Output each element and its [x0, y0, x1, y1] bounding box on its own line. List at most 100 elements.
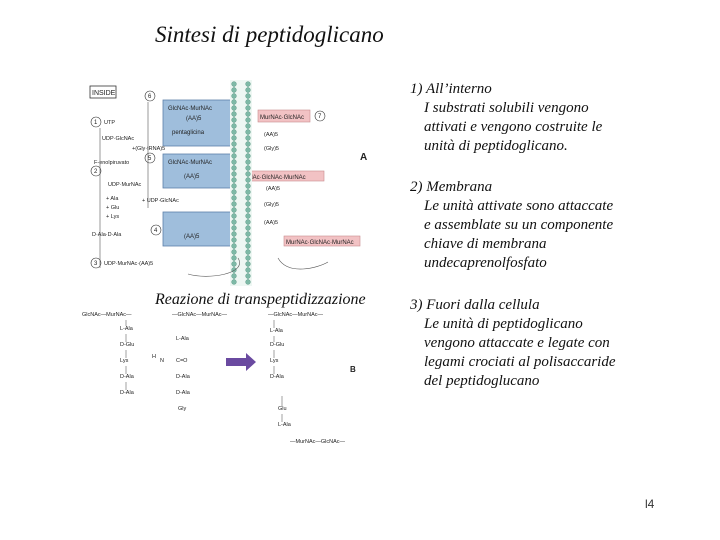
lipid-head [245, 261, 251, 267]
b-left-7: N [160, 358, 164, 364]
lipid-head [231, 249, 237, 255]
point-3: 3) Fuori dalla cellula Le unità di pepti… [410, 296, 710, 391]
lipid-head [245, 195, 251, 201]
lipid-head [231, 225, 237, 231]
slide-title: Sintesi di peptidoglicano [155, 22, 384, 47]
b-mid-4: D-Ala [176, 374, 191, 380]
murnac-glcnac-label: MurNAc·GlcNAc [260, 115, 304, 121]
lipid-head [231, 189, 237, 195]
lipid-head [231, 171, 237, 177]
lys-label: + Lys [106, 214, 119, 220]
lipid-head [245, 213, 251, 219]
step-5: 5 [148, 156, 152, 162]
lipid-head [245, 99, 251, 105]
lipid-head [245, 87, 251, 93]
point-3-line-4: del peptidoglucano [424, 373, 540, 389]
lipid-head [231, 273, 237, 279]
step-3: 3 [94, 261, 98, 267]
lipid-head [231, 165, 237, 171]
lipid-head [231, 93, 237, 99]
lipid-head [245, 207, 251, 213]
b-right-1: L-Ala [270, 328, 284, 334]
point-2-line-4: undecaprenolfosfato [424, 255, 547, 271]
step-2: 2 [94, 169, 98, 175]
lipid-head [231, 147, 237, 153]
lipid-head [231, 255, 237, 261]
b-right-0: —GlcNAc—MurNAc— [268, 312, 324, 318]
glu-label: + Glu [106, 205, 119, 211]
gly-trna-label: +(Gly·tRNA)5 [132, 146, 165, 152]
reaction-arrow-icon [226, 353, 256, 371]
lipid-head [231, 237, 237, 243]
lipid-head [231, 219, 237, 225]
ala-label: + Ala [106, 196, 119, 202]
aa5-outside-label-2: (AA)5 [266, 186, 280, 192]
lipid-head [245, 279, 251, 285]
glcnac-murnac-label: GlcNAc·MurNAc [168, 106, 212, 112]
lipid-head [245, 135, 251, 141]
lipid-head [245, 231, 251, 237]
b-left-4: D-Ala [120, 374, 135, 380]
step-4: 4 [154, 228, 158, 234]
point-1-line-2: attivati e vengono costruite le [424, 119, 603, 135]
lipid-head [231, 183, 237, 189]
step-7: 7 [318, 114, 322, 120]
b-left-8: C=O [176, 358, 188, 364]
lipid-head [245, 153, 251, 159]
point-2-heading: 2) Membrana [410, 179, 493, 195]
utp-label: UTP [104, 120, 115, 126]
point-2-line-3: chiave di membrana [424, 236, 547, 252]
lipid-head [231, 153, 237, 159]
point-1: 1) All’interno I substrati solubili veng… [410, 80, 710, 156]
gly5-outside-label-2: (Gly)5 [264, 202, 279, 208]
lipid-head [245, 171, 251, 177]
lipid-head [231, 111, 237, 117]
point-2-line-2: e assemblate su un componente [424, 217, 614, 233]
b-right-5: Glu [278, 406, 287, 412]
b-left-3: Lys [120, 358, 129, 364]
point-3-line-2: vengono attaccate e legate con [424, 335, 610, 351]
figure-caption: Reazione di transpeptidizzazione [155, 291, 366, 308]
chain-label-1: MurNAc·GlcNAc·MurNAc [238, 175, 306, 181]
lipid-head [245, 201, 251, 207]
glcnac-murnac-label-2: GlcNAc·MurNAc [168, 160, 212, 166]
lipid-head [245, 189, 251, 195]
lipid-head [245, 183, 251, 189]
point-2-line-1: Le unità attivate sono attaccate [424, 198, 614, 214]
step-markers: 6 1 5 2 4 3 7 [90, 90, 326, 269]
aa5-label-1: (AA)5 [186, 116, 202, 122]
udp-glcnac-label: UDP·GlcNAc [102, 136, 134, 142]
lipid-head [231, 231, 237, 237]
step-1: 1 [94, 120, 98, 126]
aa5-outside-label-3: (AA)5 [264, 220, 278, 226]
b-right-2: D-Glu [270, 342, 284, 348]
lipid-head [245, 219, 251, 225]
lipid-head [245, 117, 251, 123]
lipid-head [245, 111, 251, 117]
point-3-line-1: Le unità di peptidoglicano [424, 316, 583, 332]
b-mid-0: —GlcNAc—MurNAc— [172, 312, 228, 318]
pentaglicina-label: pentaglicina [172, 130, 205, 136]
aa5-label-3: (AA)5 [184, 234, 200, 240]
lipid-head [231, 159, 237, 165]
lipid-head [231, 195, 237, 201]
point-2: 2) Membrana Le unità attivate sono attac… [410, 178, 710, 273]
b-mid-6: Gly [178, 406, 187, 412]
lipid-head [245, 267, 251, 273]
lipid-head [231, 201, 237, 207]
b-left-6: H [152, 354, 156, 360]
lipid-head [231, 261, 237, 267]
lipid-head [231, 123, 237, 129]
panel-b-label: B [350, 365, 356, 374]
transpeptidation-diagram: GlcNAc—MurNAc— L-Ala D-Glu Lys D-Ala D-A… [82, 312, 356, 445]
lipid-head [245, 237, 251, 243]
udp-murnac-aa-label: UDP·MurNAc·(AA)5 [104, 261, 153, 267]
aa5-label-2: (AA)5 [184, 174, 200, 180]
lipid-head [231, 129, 237, 135]
lipid-head [245, 81, 251, 87]
lipid-head [231, 105, 237, 111]
lipid-head [245, 123, 251, 129]
lipid-head [245, 243, 251, 249]
step-6: 6 [148, 94, 152, 100]
